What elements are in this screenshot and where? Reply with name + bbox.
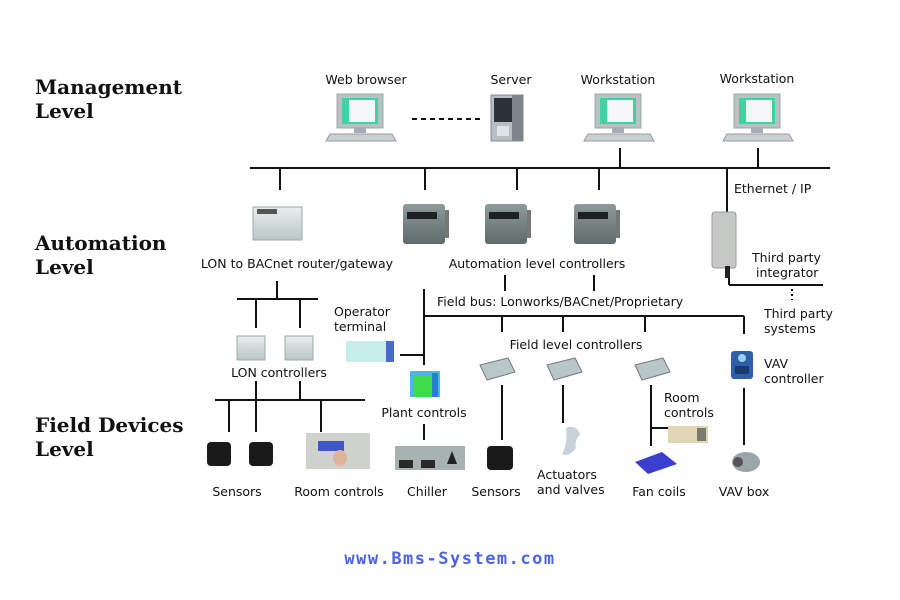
- website-link[interactable]: www.Bms-System.com: [344, 549, 556, 569]
- field-level-heading: Field Devices Level: [35, 413, 184, 461]
- management-level-heading: Management Level: [35, 75, 182, 123]
- label-line: Third party: [752, 250, 821, 265]
- sensor-icon: [207, 442, 231, 466]
- automation-controller-icon: [485, 204, 531, 244]
- room-controls-right-label: Room controls: [664, 390, 714, 420]
- label-line: VAV: [764, 356, 789, 371]
- connection-lines: [215, 148, 830, 446]
- vav-box-label: VAV box: [718, 484, 770, 499]
- field-bus-label: Field bus: Lonworks/BACnet/Proprietary: [437, 294, 684, 309]
- router-gateway-label: LON to BACnet router/gateway: [200, 256, 394, 271]
- plant-controls-label: Plant controls: [381, 405, 467, 420]
- heading-line: Level: [35, 437, 94, 461]
- workstation-computer-icon: [583, 93, 655, 142]
- operator-terminal-icon: [346, 341, 394, 362]
- field-controller-icon: [479, 357, 516, 381]
- sensor-icon: [487, 446, 513, 470]
- automation-level-heading: Automation Level: [35, 231, 166, 279]
- room-controls-unit-icon: [668, 426, 708, 443]
- actuator-valve-icon: [562, 426, 580, 456]
- automation-controller-icon: [403, 204, 449, 244]
- workstation-label: Workstation: [719, 71, 795, 86]
- label-line: Room: [664, 390, 700, 405]
- label-line: Actuators: [537, 467, 597, 482]
- lon-controller-icon: [236, 335, 266, 361]
- plant-controls-icon: [410, 371, 440, 397]
- workstation-computer-icon: [722, 93, 794, 142]
- label-line: integrator: [756, 265, 819, 280]
- heading-line: Field Devices: [35, 413, 184, 437]
- field-controller-icon: [546, 357, 583, 381]
- third-party-integrator-icon: [711, 211, 737, 278]
- operator-terminal-label: Operator terminal: [334, 304, 390, 334]
- workstation-label: Workstation: [580, 72, 656, 87]
- lon-controller-icon: [284, 335, 314, 361]
- label-line: Third party: [764, 306, 833, 321]
- fan-coil-icon: [635, 452, 677, 474]
- room-controls-icon: [306, 433, 370, 469]
- heading-line: Level: [35, 255, 94, 279]
- vav-box-icon: [732, 452, 760, 472]
- sensor-icon: [249, 442, 273, 466]
- third-party-integrator-label: Third party integrator: [752, 250, 821, 280]
- field-level-controllers-label: Field level controllers: [509, 337, 643, 352]
- chiller-icon: [395, 446, 465, 470]
- automation-controller-icon: [574, 204, 620, 244]
- heading-line: Management: [35, 75, 182, 99]
- server-icon: [490, 94, 524, 142]
- label-line: controls: [664, 405, 714, 420]
- vav-controller-label: VAV controller: [764, 356, 824, 386]
- web-browser-computer-icon: [325, 93, 397, 142]
- sensors-label: Sensors: [212, 484, 262, 499]
- lon-controllers-label: LON controllers: [231, 365, 327, 380]
- third-party-systems-label: Third party systems: [764, 306, 833, 336]
- room-controls-label: Room controls: [294, 484, 384, 499]
- router-gateway-icon: [252, 206, 303, 241]
- label-line: systems: [764, 321, 816, 336]
- label-line: terminal: [334, 319, 387, 334]
- heading-line: Level: [35, 99, 94, 123]
- heading-line: Automation: [35, 231, 167, 255]
- automation-controllers-label: Automation level controllers: [448, 256, 626, 271]
- label-line: controller: [764, 371, 824, 386]
- ethernet-ip-label: Ethernet / IP: [734, 181, 812, 196]
- chiller-label: Chiller: [407, 484, 447, 499]
- actuators-valves-label: Actuators and valves: [537, 467, 605, 497]
- server-label: Server: [490, 72, 532, 87]
- label-line: Operator: [334, 304, 390, 319]
- field-controller-icon: [634, 357, 671, 381]
- web-browser-label: Web browser: [325, 72, 407, 87]
- fan-coils-label: Fan coils: [632, 484, 686, 499]
- vav-controller-icon: [731, 351, 753, 379]
- label-line: and valves: [537, 482, 605, 497]
- sensors-label: Sensors: [471, 484, 521, 499]
